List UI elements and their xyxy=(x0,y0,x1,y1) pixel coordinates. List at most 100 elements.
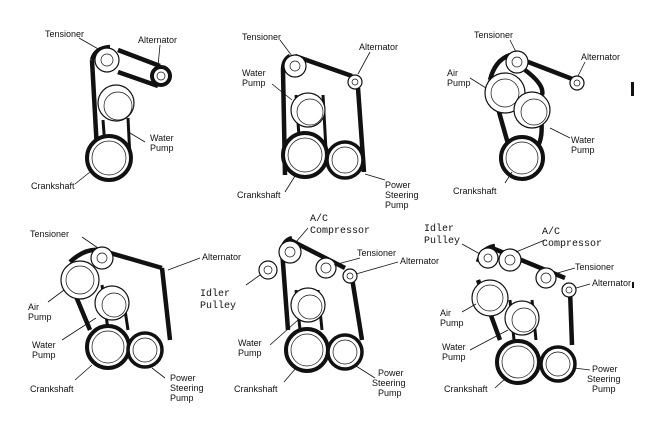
d5-label-water-pump-1: Water xyxy=(238,338,262,348)
d3-water-pump-pulley xyxy=(513,91,551,129)
d1-tensioner-pulley xyxy=(94,47,120,73)
d5-label-idler-2: Pulley xyxy=(200,300,236,312)
d6-label-crankshaft: Crankshaft xyxy=(444,384,488,394)
diagram-6: Idler Pulley A/C Compressor Tensioner Al… xyxy=(424,223,631,394)
d6-air-pump-pulley xyxy=(471,279,509,317)
d1-crankshaft-pulley xyxy=(85,134,133,182)
d1-label-water-pump-1: Water xyxy=(150,133,174,143)
d6-label-idler-1: Idler xyxy=(424,223,454,235)
d6-label-ps-1: Power xyxy=(592,364,618,374)
d6-label-air-pump-1: Air xyxy=(440,308,451,318)
d4-label-crankshaft: Crankshaft xyxy=(30,384,74,394)
d5-label-water-pump-2: Pump xyxy=(238,348,262,358)
d3-label-air-pump-2: Pump xyxy=(447,78,471,88)
d2-tensioner-pulley xyxy=(283,54,307,78)
d6-water-pump-pulley xyxy=(504,300,540,336)
d6-label-ac-1: A/C xyxy=(542,226,560,238)
d5-alternator-pulley xyxy=(342,268,358,284)
d6-power-steering-pulley xyxy=(539,345,577,383)
d5-tensioner-pulley xyxy=(315,257,337,279)
d4-label-water-pump-1: Water xyxy=(32,340,56,350)
d3-label-water-pump-1: Water xyxy=(571,135,595,145)
d2-label-water-pump-2: Pump xyxy=(242,78,266,88)
d6-label-air-pump-2: Pump xyxy=(440,318,464,328)
d5-belt-outer xyxy=(279,235,365,341)
d1-belt-outer xyxy=(89,44,161,169)
d6-label-idler-2: Pulley xyxy=(424,235,460,247)
d2-label-ps-3: Pump xyxy=(385,200,409,210)
d4-power-steering-pulley xyxy=(126,331,164,369)
d5-label-ps-2: Steering xyxy=(372,378,406,388)
d5-crankshaft-pulley xyxy=(284,327,330,373)
d2-belt-outer xyxy=(280,53,367,176)
d3-tensioner-pulley xyxy=(505,50,529,74)
d4-crankshaft-pulley xyxy=(85,324,131,370)
d3-label-alternator: Alternator xyxy=(581,52,620,62)
d6-label-ps-2: Steering xyxy=(587,374,621,384)
d3-alternator-pulley xyxy=(569,75,585,91)
d4-label-water-pump-2: Pump xyxy=(32,350,56,360)
d4-label-air-pump-1: Air xyxy=(28,302,39,312)
d6-label-ac-2: Compressor xyxy=(542,239,602,250)
d1-alternator-pulley xyxy=(150,65,172,87)
diagram-5: A/C Compressor Tensioner Alternator Idle… xyxy=(200,213,439,398)
d4-tensioner-pulley xyxy=(90,246,114,270)
d5-power-steering-pulley xyxy=(326,333,364,371)
d2-crankshaft-pulley xyxy=(281,131,329,179)
d2-label-ps-2: Steering xyxy=(385,190,419,200)
scan-mark xyxy=(632,282,634,288)
d2-alternator-pulley xyxy=(347,74,363,90)
d2-water-pump-pulley xyxy=(290,92,326,128)
d5-label-ac-1: A/C xyxy=(310,213,328,225)
d5-idler-pulley xyxy=(258,260,278,280)
diagram-4: Tensioner Alternator Air Pump Water Pump… xyxy=(28,229,241,403)
d6-idler-pulley xyxy=(477,247,499,269)
d3-label-water-pump-2: Pump xyxy=(571,145,595,155)
d3-label-air-pump-1: Air xyxy=(447,68,458,78)
d6-label-alternator: Alternator xyxy=(592,278,631,288)
d1-water-pump-pulley xyxy=(97,84,135,122)
d5-label-crankshaft: Crankshaft xyxy=(234,384,278,394)
d5-water-pump-pulley xyxy=(290,287,326,323)
d2-power-steering-pulley xyxy=(325,140,365,180)
d4-label-ps-1: Power xyxy=(170,373,196,383)
d5-label-alternator: Alternator xyxy=(400,256,439,266)
diagram-3: Tensioner Alternator Air Pump Water Pump… xyxy=(447,30,620,196)
d6-tensioner-pulley xyxy=(535,267,557,289)
d1-label-crankshaft: Crankshaft xyxy=(31,181,75,191)
d4-label-tensioner: Tensioner xyxy=(30,229,69,239)
d4-label-ps-2: Steering xyxy=(170,383,204,393)
d5-label-tensioner: Tensioner xyxy=(357,248,396,258)
d6-label-ps-3: Pump xyxy=(592,384,616,394)
d4-water-pump-pulley xyxy=(94,285,130,321)
d2-label-alternator: Alternator xyxy=(359,42,398,52)
d3-label-tensioner: Tensioner xyxy=(474,30,513,40)
d5-ac-compressor-pulley xyxy=(278,240,302,264)
d4-belt-outer xyxy=(62,247,173,341)
d3-crankshaft-pulley xyxy=(499,135,545,181)
d2-label-crankshaft: Crankshaft xyxy=(237,190,281,200)
d6-alternator-pulley xyxy=(561,282,577,298)
d2-label-ps-1: Power xyxy=(385,180,411,190)
d6-crankshaft-pulley xyxy=(495,339,541,385)
diagram-1: Tensioner Alternator Water Pump Cranksha… xyxy=(31,29,177,191)
d1-label-water-pump-2: Pump xyxy=(150,143,174,153)
d3-label-crankshaft: Crankshaft xyxy=(453,186,497,196)
scan-mark xyxy=(631,82,634,96)
d6-label-water-pump-2: Pump xyxy=(442,352,466,362)
d5-label-ps-1: Power xyxy=(378,368,404,378)
d6-label-tensioner: Tensioner xyxy=(575,262,614,272)
d1-label-tensioner: Tensioner xyxy=(45,29,84,39)
d4-label-air-pump-2: Pump xyxy=(28,312,52,322)
d4-label-ps-3: Pump xyxy=(170,393,194,403)
d4-air-pump-pulley xyxy=(60,260,100,300)
d2-label-tensioner: Tensioner xyxy=(242,32,281,42)
diagram-2: Tensioner Alternator Water Pump Cranksha… xyxy=(237,32,419,210)
d6-label-water-pump-1: Water xyxy=(442,342,466,352)
d3-belt-outer xyxy=(487,52,576,159)
d4-label-alternator: Alternator xyxy=(202,252,241,262)
d5-label-ps-3: Pump xyxy=(378,388,402,398)
d6-ac-compressor-pulley xyxy=(498,248,522,272)
d5-label-ac-2: Compressor xyxy=(310,226,370,237)
